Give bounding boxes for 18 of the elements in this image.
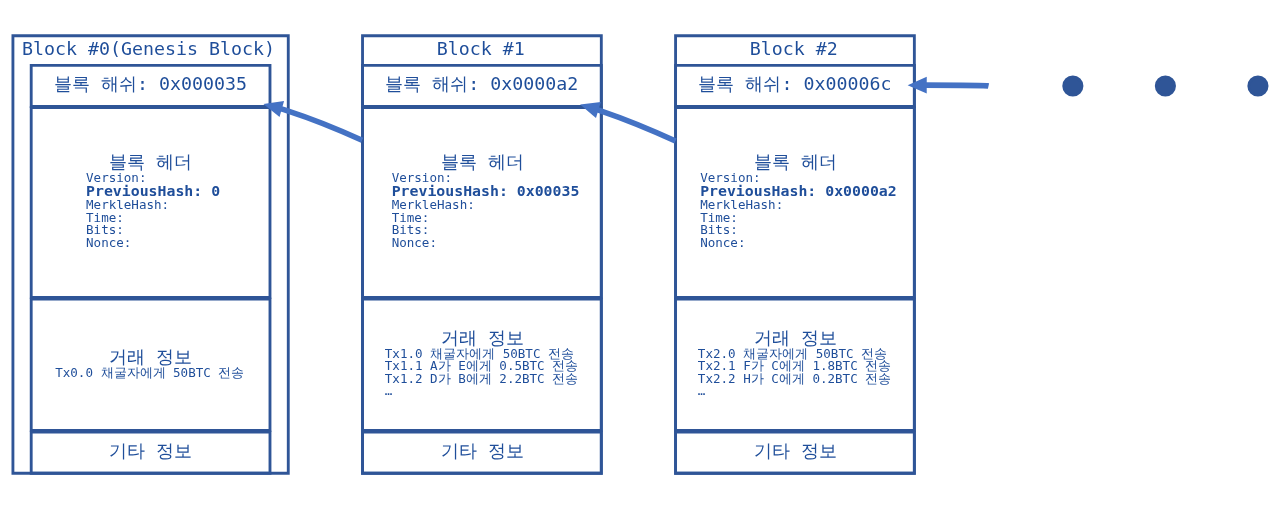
node-circle: [1154, 75, 1176, 97]
node-box: 블록 헤더 Version: PreviousHash: 0x00035 MerkleHash: Time: Bits: Nonce:: [361, 106, 603, 299]
node-box: 기타 정보: [674, 430, 916, 475]
arrow: [263, 101, 364, 143]
node-box: 블록 해쉬: 0x00006c: [674, 64, 916, 108]
arrow: [580, 102, 677, 144]
node-circle: [1247, 75, 1269, 97]
node-box: 기타 정보: [29, 430, 272, 475]
node-box: 블록 헤더 Version: PreviousHash: 0 MerkleHash: Time: Bits: Nonce:: [29, 106, 272, 299]
node-box: 기타 정보: [361, 430, 603, 475]
node-box: 블록 해쉬: 0x000035: [29, 64, 272, 108]
node-box: 거래 정보 Tx1.0 채굴자에게 50BTC 전송 Tx1.1 A가 E에게 0.5BTC 전송 Tx1.2 D가 B에게 2.2BTC 전송 …: [361, 297, 603, 432]
node-box: 거래 정보 Tx2.0 채굴자에게 50BTC 전송 Tx2.1 F가 C에게 1.8BTC 전송 Tx2.2 H가 C에게 0.2BTC 전송 …: [674, 297, 916, 432]
node-box: 거래 정보 Tx0.0 채굴자에게 50BTC 전송: [29, 297, 272, 432]
node-circle: [1062, 75, 1084, 97]
node-box: 블록 헤더 Version: PreviousHash: 0x0000a2 MerkleHash: Time: Bits: Nonce:: [674, 106, 916, 299]
node-box: 블록 해쉬: 0x0000a2: [361, 64, 603, 108]
arrow: [907, 76, 989, 94]
